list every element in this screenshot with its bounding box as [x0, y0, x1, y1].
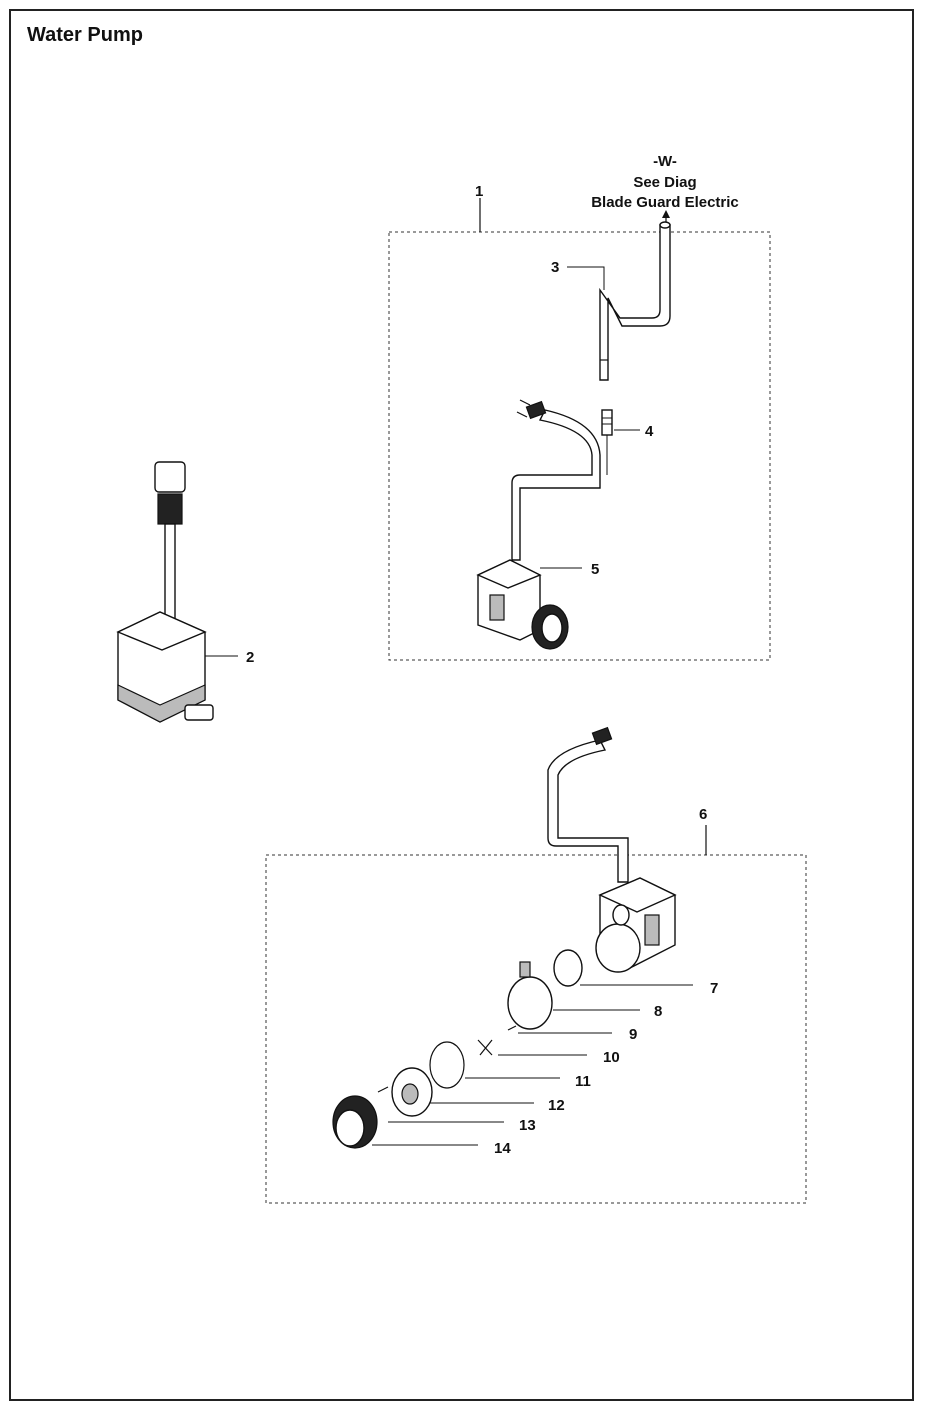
callout-5: 5: [591, 561, 599, 578]
reference-note-line3: Blade Guard Electric: [591, 194, 739, 211]
part-14-strainer: [332, 1095, 478, 1149]
assembly-box-1: [388, 231, 771, 661]
callout-1: 1: [475, 183, 483, 200]
callout-9: 9: [629, 1026, 637, 1043]
part-10-impeller: [477, 1039, 587, 1056]
part-3-hose: [567, 221, 671, 381]
part-12-cover: [391, 1067, 534, 1117]
callout-11: 11: [575, 1073, 591, 1090]
callout-2: 2: [246, 649, 254, 666]
reference-arrowhead-icon: [662, 210, 670, 218]
assembly-box-6: [265, 854, 807, 1204]
callout-8: 8: [654, 1003, 662, 1020]
callout-12: 12: [548, 1097, 565, 1114]
part-4-fitting: [601, 409, 640, 475]
page-title: Water Pump: [27, 24, 143, 46]
part-9-screw: [507, 1025, 612, 1034]
part-13-screws: [377, 1086, 504, 1123]
callout-7: 7: [710, 980, 718, 997]
reference-note-line1: -W-: [653, 153, 677, 170]
callout-10: 10: [603, 1049, 620, 1066]
callout-6: 6: [699, 806, 707, 823]
callout-3: 3: [551, 259, 559, 276]
page-border: [9, 9, 914, 1401]
callout-14: 14: [494, 1140, 511, 1157]
part-11-o-ring: [429, 1041, 560, 1089]
reference-note-line2: See Diag: [633, 174, 696, 191]
callout-4: 4: [645, 423, 654, 440]
callout-13: 13: [519, 1117, 536, 1134]
part-6-pump: [547, 726, 677, 973]
part-5-pump: [476, 399, 601, 650]
part-2-pump: [116, 461, 238, 723]
part-7-gasket: [553, 949, 693, 987]
part-8-housing: [507, 961, 640, 1030]
